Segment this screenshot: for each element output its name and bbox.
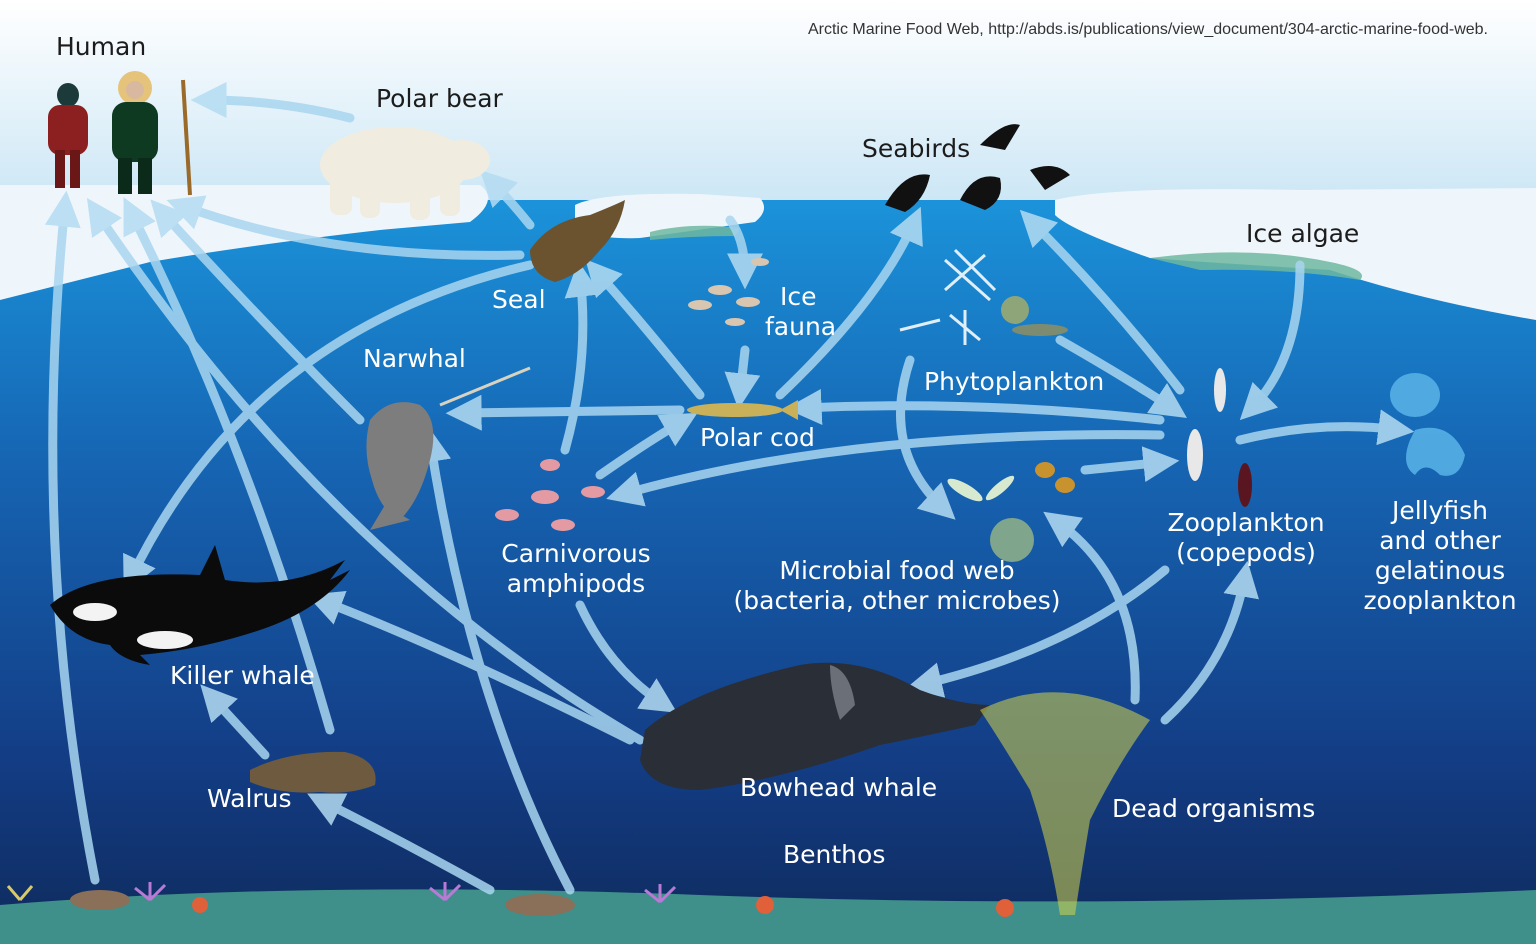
label-narwhal: Narwhal (363, 344, 466, 374)
label-microbial-food-web-line1: Microbial food web (722, 556, 1072, 586)
label-bowhead-whale: Bowhead whale (740, 773, 937, 803)
label-zooplankton-line2: (copepods) (1160, 538, 1332, 568)
label-human: Human (56, 32, 146, 62)
label-walrus: Walrus (207, 784, 292, 814)
label-jellyfish-line4: zooplankton (1352, 586, 1528, 616)
label-jellyfish: Jellyfish and other gelatinous zooplankt… (1352, 496, 1528, 616)
label-zooplankton-line1: Zooplankton (1160, 508, 1332, 538)
label-killer-whale: Killer whale (170, 661, 315, 691)
label-phytoplankton: Phytoplankton (924, 367, 1104, 397)
label-jellyfish-line1: Jellyfish (1352, 496, 1528, 526)
label-ice-fauna-line1: Ice (765, 282, 836, 312)
label-benthos: Benthos (783, 840, 885, 870)
label-dead-organisms: Dead organisms (1112, 794, 1315, 824)
label-polar-cod: Polar cod (700, 423, 815, 453)
label-microbial-food-web-line2: (bacteria, other microbes) (722, 586, 1072, 616)
label-seabirds: Seabirds (862, 134, 970, 164)
source-citation: Arctic Marine Food Web, http://abds.is/p… (808, 21, 1488, 39)
label-zooplankton: Zooplankton (copepods) (1160, 508, 1332, 568)
label-carnivorous-amphipods-line1: Carnivorous (496, 539, 656, 569)
label-ice-fauna-line2: fauna (765, 312, 836, 342)
label-microbial-food-web: Microbial food web (bacteria, other micr… (722, 556, 1072, 616)
label-polar-bear: Polar bear (376, 84, 503, 114)
label-carnivorous-amphipods: Carnivorous amphipods (496, 539, 656, 599)
label-seal: Seal (492, 285, 546, 315)
arrow-icefauna-to-cod (740, 350, 745, 395)
label-carnivorous-amphipods-line2: amphipods (496, 569, 656, 599)
label-jellyfish-line3: gelatinous (1352, 556, 1528, 586)
arrow-cod-to-narwhal (460, 410, 680, 413)
label-jellyfish-line2: and other (1352, 526, 1528, 556)
label-ice-fauna: Ice fauna (765, 282, 836, 342)
label-ice-algae: Ice algae (1246, 219, 1359, 249)
